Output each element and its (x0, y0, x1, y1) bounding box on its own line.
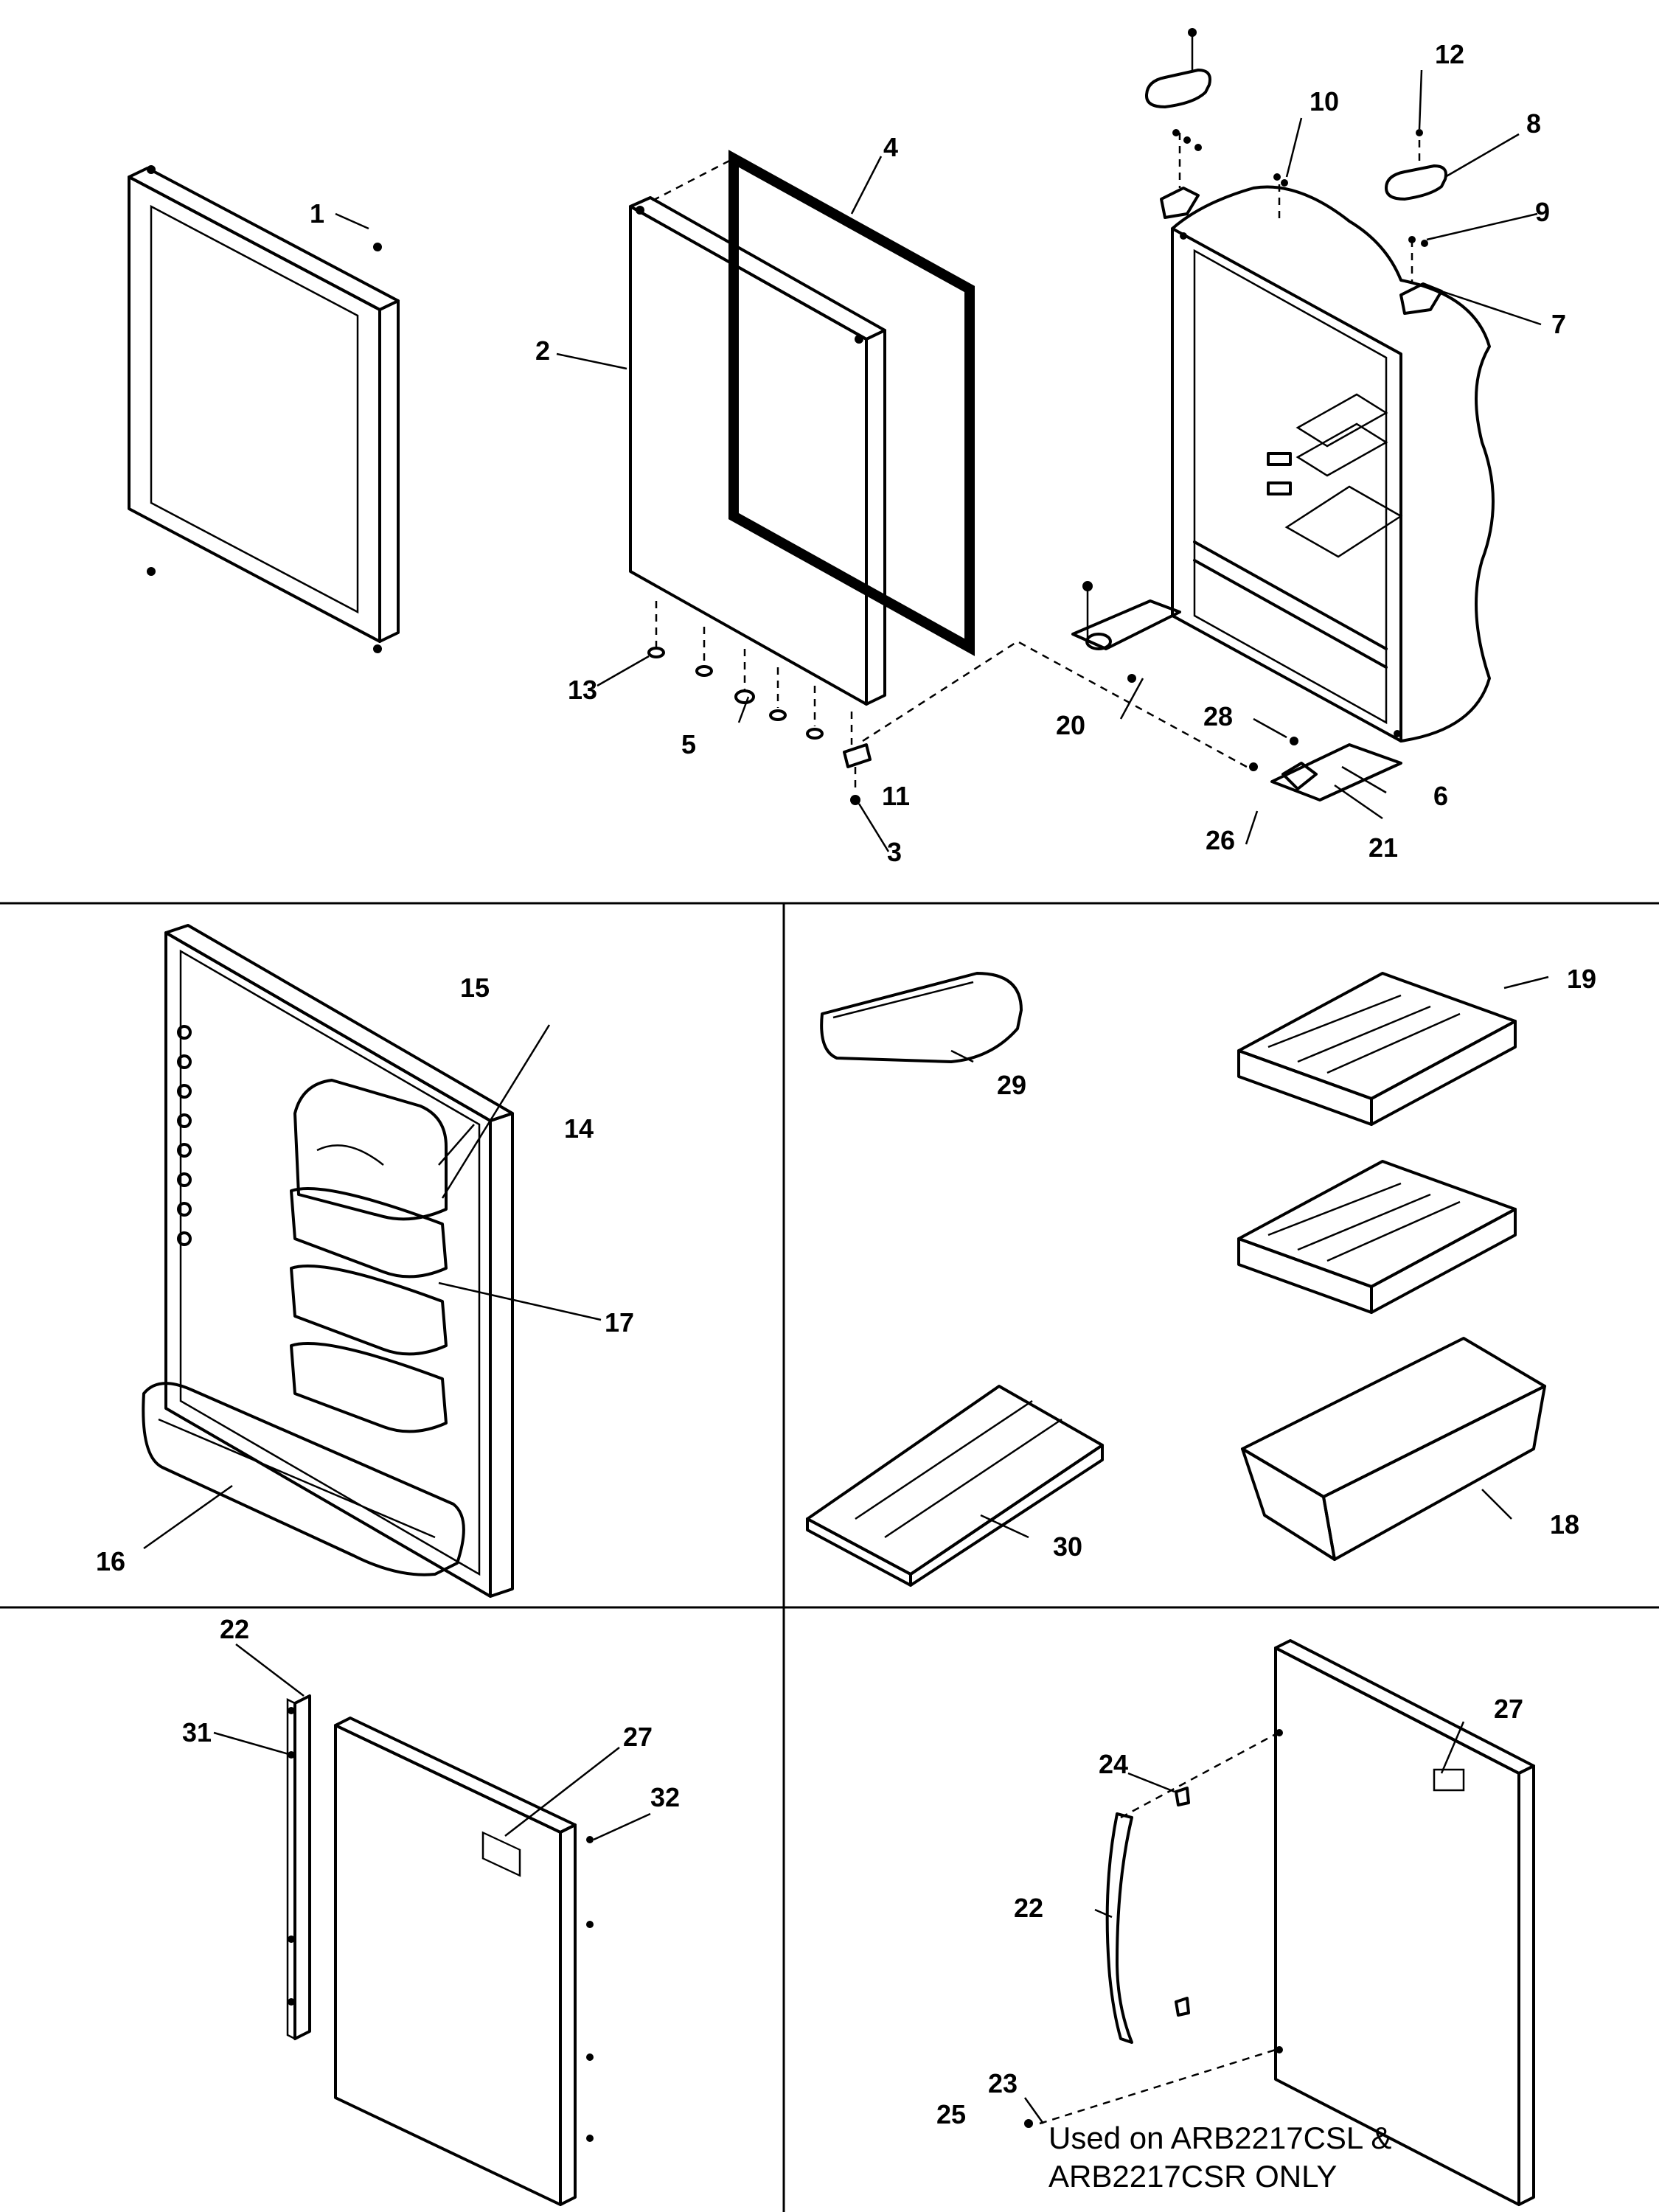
callout-25: 25 (936, 2099, 966, 2129)
top-hinge-left (1160, 129, 1202, 219)
door-liner-pegs (177, 1025, 192, 1246)
door-panel (629, 196, 886, 706)
callout-3: 3 (887, 837, 902, 867)
callout-4: 4 (883, 132, 898, 162)
callout-22b: 22 (1014, 1893, 1043, 1923)
callout-30: 30 (1053, 1531, 1082, 1562)
door-frame (128, 165, 400, 653)
model-note-line-1: Used on ARB2217CSL & (1048, 2121, 1391, 2155)
callout-7: 7 (1551, 309, 1566, 339)
leader-lines (143, 69, 1549, 2124)
callout-12: 12 (1435, 39, 1464, 69)
ice-tray-lower (1237, 1160, 1517, 1314)
door-feet (647, 601, 824, 740)
wine-rack (806, 1385, 1104, 1587)
handle-door-panel (1274, 1639, 1535, 2206)
top-hinge-cap-left (1145, 28, 1211, 108)
callout-9: 9 (1535, 197, 1550, 227)
door-interior-assembly (142, 924, 514, 1598)
callout-5: 5 (681, 729, 696, 759)
callout-21: 21 (1368, 832, 1398, 863)
callout-17: 17 (605, 1307, 634, 1338)
callout-20: 20 (1056, 710, 1085, 740)
callout-15: 15 (460, 973, 490, 1003)
refrigerator-cabinet (1171, 185, 1495, 742)
callout-26: 26 (1206, 825, 1235, 855)
callout-19: 19 (1567, 964, 1596, 994)
callout-23: 23 (988, 2068, 1018, 2098)
callout-8: 8 (1526, 108, 1541, 139)
bottom-hinge-left (1071, 581, 1181, 683)
callout-13: 13 (568, 675, 597, 705)
door-gasket (728, 150, 975, 656)
callout-16: 16 (96, 1546, 125, 1576)
trim-strip (286, 1694, 311, 2041)
door-handle (1024, 1733, 1276, 2128)
callout-1: 1 (310, 198, 324, 229)
top-hinge-right (1399, 236, 1443, 315)
callout-labels: 1 2 3 4 5 6 7 8 9 10 11 12 13 14 15 16 1… (96, 39, 1596, 2129)
model-note-line-2: ARB2217CSR ONLY (1048, 2159, 1337, 2194)
callout-18: 18 (1550, 1509, 1579, 1540)
callout-14: 14 (564, 1113, 594, 1144)
callout-32: 32 (650, 1782, 680, 1812)
door-hinge-bracket (843, 712, 872, 805)
freezer-basket (1241, 1337, 1546, 1561)
callout-27b: 27 (1494, 1694, 1523, 1724)
callout-6: 6 (1433, 781, 1448, 811)
callout-31: 31 (182, 1717, 212, 1747)
bottom-hinge-right (1249, 737, 1402, 801)
egg-tray-shelf (820, 972, 1023, 1063)
callout-28: 28 (1203, 701, 1233, 731)
callout-10: 10 (1310, 86, 1339, 116)
callout-27a: 27 (623, 1722, 653, 1752)
hinge-screws (1273, 129, 1423, 221)
door-panel-insert (334, 1717, 594, 2206)
ice-tray-upper (1237, 972, 1517, 1126)
callout-11: 11 (882, 781, 910, 811)
gasket-alignment (652, 157, 734, 202)
top-hinge-cap-right (1385, 164, 1447, 201)
callout-2: 2 (535, 335, 550, 366)
callout-24: 24 (1099, 1749, 1128, 1779)
callout-29: 29 (997, 1070, 1026, 1100)
callout-22a: 22 (220, 1614, 249, 1644)
hinge-alignment-line (862, 640, 1254, 772)
